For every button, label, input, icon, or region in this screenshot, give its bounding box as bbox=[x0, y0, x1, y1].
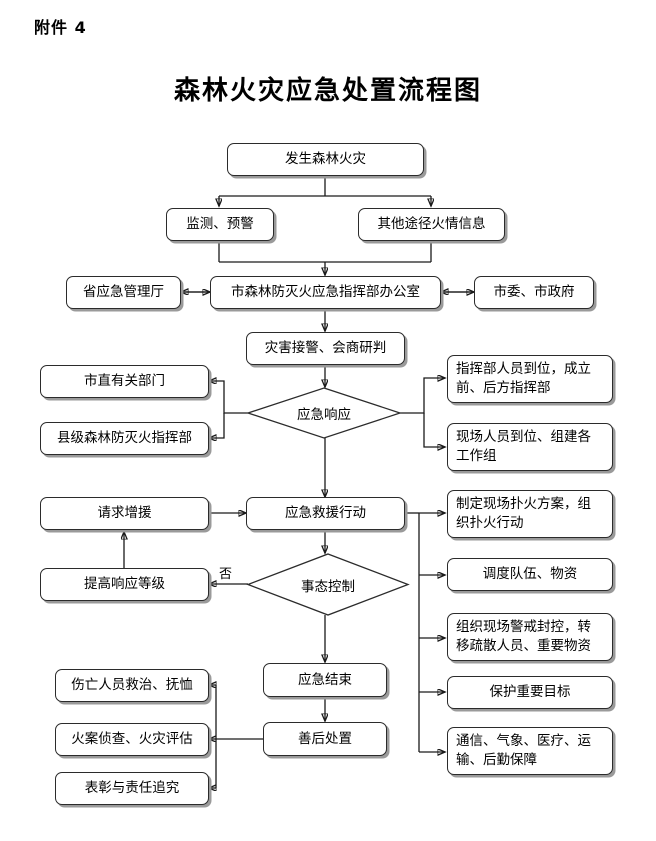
node-provincial-department-label: 省应急管理厅 bbox=[83, 284, 164, 300]
edge-label-no: 否 bbox=[219, 567, 233, 582]
node-city-government-label: 市委、市政府 bbox=[493, 284, 575, 300]
node-alarm-review[interactable]: 灾害接警、会商研判 bbox=[246, 332, 405, 365]
node-monitor-label: 监测、预警 bbox=[186, 216, 254, 232]
node-emergency-response-label: 应急响应 bbox=[297, 407, 351, 423]
node-fire-plan-label: 制定现场扑火方案，组织扑火行动 bbox=[456, 496, 591, 531]
node-site-staff-in-place[interactable]: 现场人员到位、组建各工作组 bbox=[447, 423, 613, 471]
node-emergency-end[interactable]: 应急结束 bbox=[263, 663, 387, 697]
page-title: 森林火灾应急处置流程图 bbox=[173, 76, 482, 106]
node-rescue-action[interactable]: 应急救援行动 bbox=[246, 497, 405, 530]
node-fire-investigation[interactable]: 火案侦查、火灾评估 bbox=[55, 723, 209, 756]
node-emergency-response[interactable]: 应急响应 bbox=[245, 387, 403, 439]
node-support-services[interactable]: 通信、气象、医疗、运输、后勤保障 bbox=[447, 727, 613, 775]
node-rescue-action-label: 应急救援行动 bbox=[285, 505, 366, 521]
node-casualty-care-label: 伤亡人员救治、抚恤 bbox=[71, 677, 193, 693]
node-protect-key-targets-label: 保护重要目标 bbox=[489, 684, 571, 700]
node-fire-plan[interactable]: 制定现场扑火方案，组织扑火行动 bbox=[447, 490, 613, 538]
node-raise-response-level-label: 提高响应等级 bbox=[84, 576, 165, 592]
node-commend-accountability-label: 表彰与责任追究 bbox=[84, 780, 180, 796]
node-situation-control-label: 事态控制 bbox=[301, 578, 355, 595]
node-city-related-departments[interactable]: 市直有关部门 bbox=[40, 365, 209, 398]
node-city-related-departments-label: 市直有关部门 bbox=[84, 373, 165, 389]
node-hq-staff-in-place[interactable]: 指挥部人员到位，成立前、后方指挥部 bbox=[447, 355, 613, 403]
node-dispatch-resources-label: 调度队伍、物资 bbox=[482, 566, 578, 582]
node-aftermath[interactable]: 善后处置 bbox=[263, 722, 387, 756]
node-monitor[interactable]: 监测、预警 bbox=[166, 208, 274, 241]
attachment-label: 附件 4 bbox=[34, 18, 87, 37]
node-support-services-label: 通信、气象、医疗、运输、后勤保障 bbox=[456, 733, 591, 768]
node-site-guard-evacuation-label: 组织现场警戒封控，转移疏散人员、重要物资 bbox=[456, 619, 591, 654]
node-hq-staff-in-place-label: 指挥部人员到位，成立前、后方指挥部 bbox=[456, 361, 591, 396]
node-aftermath-label: 善后处置 bbox=[298, 730, 352, 747]
node-emergency-end-label: 应急结束 bbox=[298, 671, 352, 688]
node-site-staff-in-place-label: 现场人员到位、组建各工作组 bbox=[456, 429, 591, 464]
node-alarm-review-label: 灾害接警、会商研判 bbox=[264, 340, 387, 356]
node-other-info-label: 其他途径火情信息 bbox=[377, 216, 486, 232]
node-situation-control[interactable]: 事态控制 bbox=[246, 553, 410, 616]
node-city-fire-office[interactable]: 市森林防灭火应急指挥部办公室 bbox=[210, 276, 441, 309]
node-start[interactable]: 发生森林火灾 bbox=[227, 143, 424, 176]
node-county-headquarters-label: 县级森林防灭火指挥部 bbox=[57, 430, 192, 446]
node-city-fire-office-label: 市森林防灭火应急指挥部办公室 bbox=[231, 284, 420, 300]
node-provincial-department[interactable]: 省应急管理厅 bbox=[66, 276, 181, 309]
node-protect-key-targets[interactable]: 保护重要目标 bbox=[447, 676, 613, 709]
node-commend-accountability[interactable]: 表彰与责任追究 bbox=[55, 772, 209, 805]
node-dispatch-resources[interactable]: 调度队伍、物资 bbox=[447, 558, 613, 591]
node-other-info[interactable]: 其他途径火情信息 bbox=[358, 208, 505, 241]
node-fire-investigation-label: 火案侦查、火灾评估 bbox=[71, 731, 193, 747]
node-casualty-care[interactable]: 伤亡人员救治、抚恤 bbox=[55, 669, 209, 702]
node-raise-response-level[interactable]: 提高响应等级 bbox=[40, 568, 209, 601]
node-request-reinforcement-label: 请求增援 bbox=[97, 505, 152, 521]
node-city-government[interactable]: 市委、市政府 bbox=[474, 276, 594, 309]
node-start-label: 发生森林火灾 bbox=[285, 151, 366, 167]
node-county-headquarters[interactable]: 县级森林防灭火指挥部 bbox=[40, 422, 209, 455]
node-request-reinforcement[interactable]: 请求增援 bbox=[40, 497, 209, 530]
node-site-guard-evacuation[interactable]: 组织现场警戒封控，转移疏散人员、重要物资 bbox=[447, 613, 613, 661]
